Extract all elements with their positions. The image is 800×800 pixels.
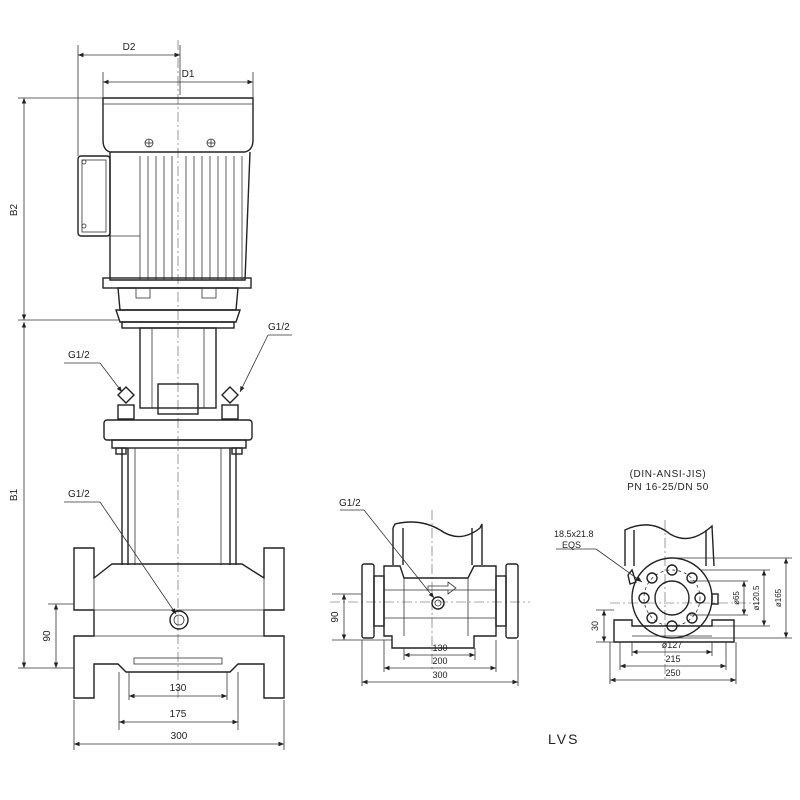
dim-30-label: 30	[590, 621, 600, 631]
dim-d2-label: D2	[123, 42, 136, 53]
flange-view: (DIN-ANSI-JIS) PN 16-25/DN 50 18.5x21.8 …	[554, 469, 792, 684]
model-label: LVS	[548, 731, 579, 747]
dim-130-front-label: 130	[170, 683, 187, 694]
dim-b1-label: B1	[9, 488, 20, 501]
pump-top-plate	[103, 419, 253, 565]
dim-215-label: 215	[665, 654, 680, 664]
pump-base	[73, 547, 285, 699]
front-view: D2 D1 B2 B1 90 130 175 300	[9, 40, 292, 750]
side-dim-90-label: 90	[330, 611, 341, 623]
motor	[77, 97, 254, 323]
dim-90-front-label: 90	[42, 630, 53, 642]
standard-line-1: (DIN-ANSI-JIS)	[630, 469, 707, 480]
side-dim-300-label: 300	[432, 670, 447, 680]
port-bottom-label: G1/2	[68, 489, 90, 500]
side-dim-130-label: 130	[432, 643, 447, 653]
dim-120-5-label: ø120.5	[752, 585, 761, 610]
dim-127-label: ø127	[662, 640, 683, 650]
dim-b2-label: B2	[9, 203, 20, 216]
dim-175-front-label: 175	[170, 709, 187, 720]
side-port-label: G1/2	[339, 498, 361, 509]
dim-165-label: ø165	[774, 588, 783, 607]
port-top-right-label: G1/2	[268, 322, 290, 333]
slot-size-label: 18.5x21.8	[554, 529, 594, 539]
port-top-left-label: G1/2	[68, 350, 90, 361]
standard-line-2: PN 16-25/DN 50	[627, 482, 709, 493]
dim-250-label: 250	[665, 668, 680, 678]
side-view: G1/2 90 130 200 300	[330, 498, 530, 686]
dim-300-front-label: 300	[171, 731, 188, 742]
side-dim-200-label: 200	[432, 656, 447, 666]
slot-eqs-label: EQS	[562, 540, 581, 550]
dim-d1-label: D1	[182, 69, 195, 80]
dim-65-label: ø65	[732, 591, 741, 605]
lantern	[117, 321, 239, 420]
